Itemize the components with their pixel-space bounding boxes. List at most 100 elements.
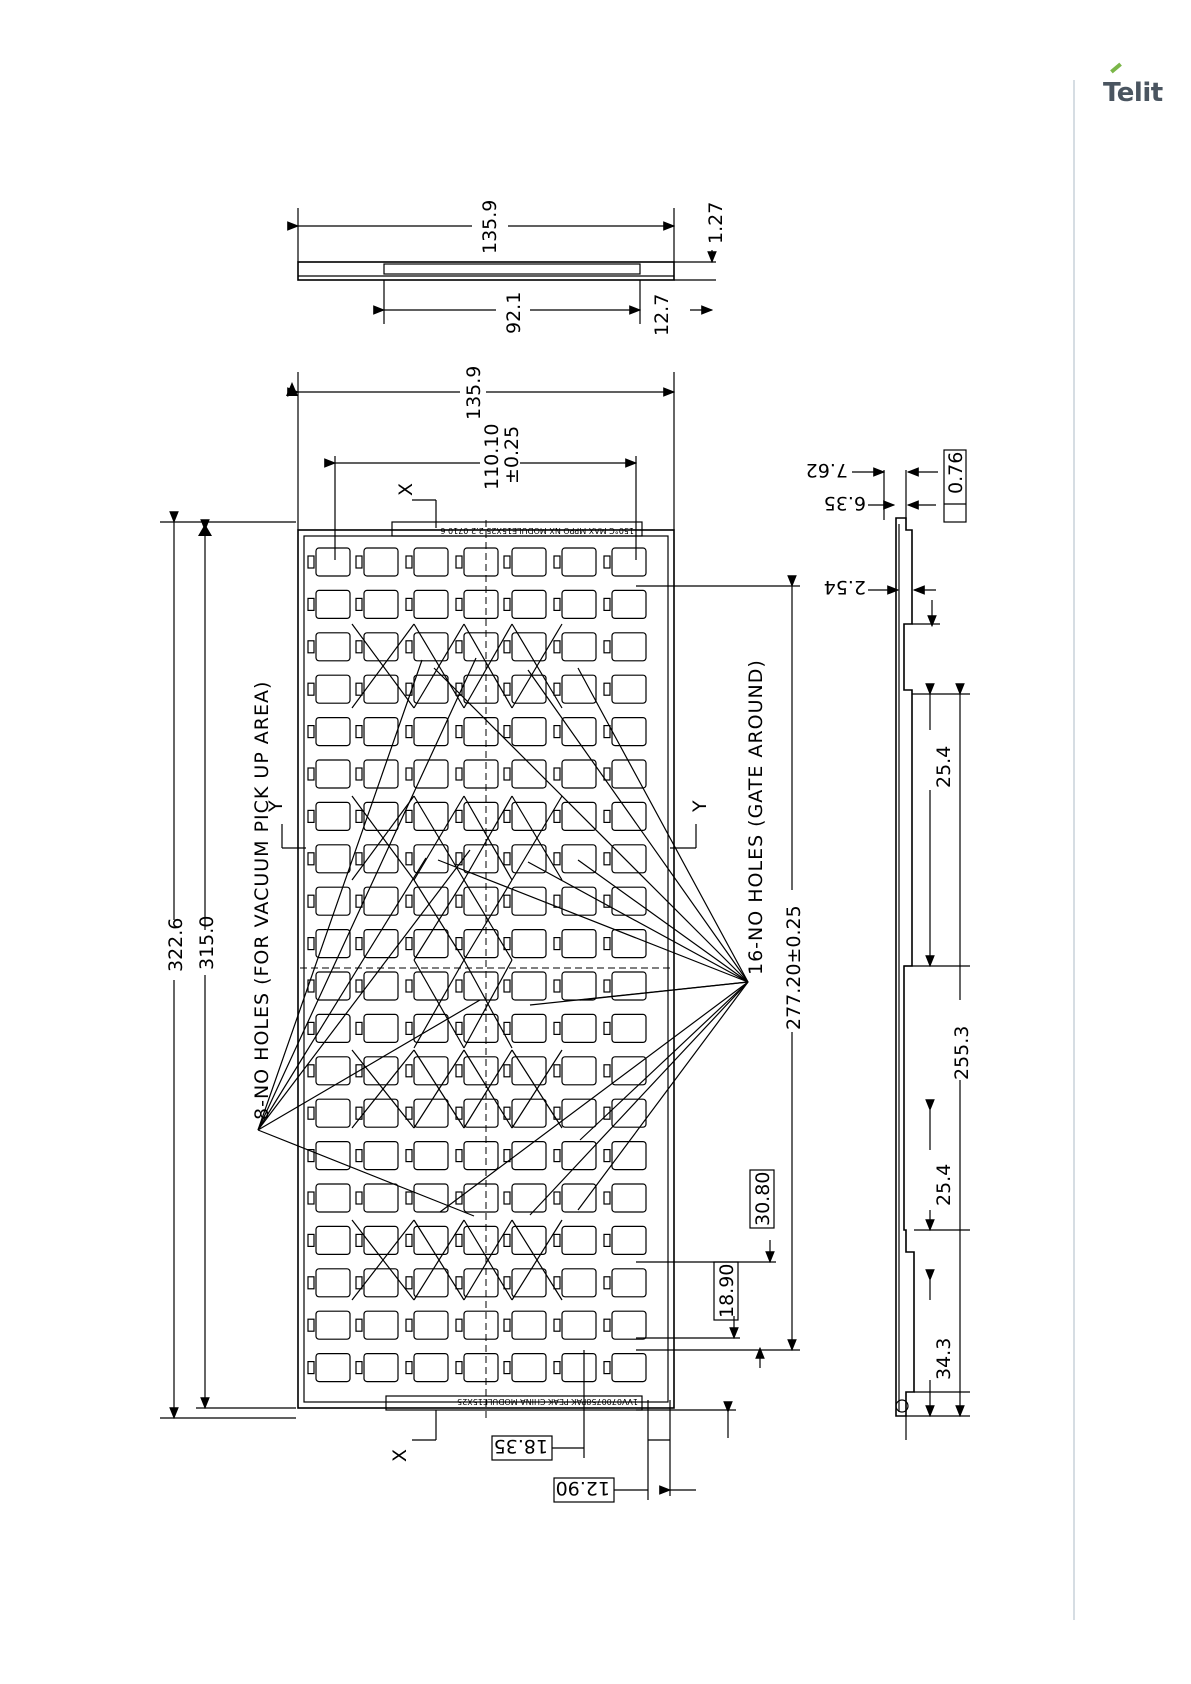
section-x-bottom: X [389, 1449, 411, 1462]
top-profile-view: 135.9 92.1 1.27 12.7 [298, 200, 727, 336]
pocket-tab [456, 768, 462, 780]
tray-pocket [316, 1099, 350, 1127]
pocket-tab [406, 1362, 412, 1374]
tray-pocket [562, 1269, 596, 1297]
pocket-grid [308, 548, 646, 1382]
tray-pocket [364, 718, 398, 746]
tray-pocket [512, 1354, 546, 1382]
dim-box-30-80: 30.80 [752, 1172, 774, 1226]
tray-pocket [316, 1311, 350, 1339]
tray-pocket [414, 590, 448, 618]
dim-box-18-90: 18.90 [716, 1264, 738, 1318]
pocket-tab [504, 726, 510, 738]
tray-pocket [316, 972, 350, 1000]
tray-pocket [316, 718, 350, 746]
tray-pocket [562, 1311, 596, 1339]
pocket-tab [504, 1362, 510, 1374]
pocket-tab [456, 895, 462, 907]
tray-pocket [316, 930, 350, 958]
pocket-tab [308, 980, 314, 992]
tray-pocket [414, 802, 448, 830]
pocket-tab [554, 1192, 560, 1204]
tray-pocket [364, 1226, 398, 1254]
pocket-tab [456, 1362, 462, 1374]
tray-pocket [512, 760, 546, 788]
pocket-tab [406, 1319, 412, 1331]
pocket-tab [554, 810, 560, 822]
dim-side-2-54: 2.54 [824, 576, 866, 598]
pocket-tab [308, 641, 314, 653]
pocket-tab [456, 556, 462, 568]
pocket-tab [554, 1150, 560, 1162]
tray-pocket [512, 1014, 546, 1042]
tray-pocket [316, 1184, 350, 1212]
pocket-tab [406, 1234, 412, 1246]
pocket-tab [604, 641, 610, 653]
tray-pocket [316, 1354, 350, 1382]
pocket-tab [406, 683, 412, 695]
pocket-tab [604, 1065, 610, 1077]
tray-pocket [364, 972, 398, 1000]
dim-top-width: 135.9 [479, 200, 501, 254]
pocket-tab [604, 1277, 610, 1289]
pocket-tab [554, 556, 560, 568]
tray-pocket [612, 1269, 646, 1297]
section-y-right: Y [689, 800, 711, 813]
dim-side-7-62: 7.62 [806, 459, 848, 481]
tray-pocket [364, 1184, 398, 1212]
pocket-tab [308, 853, 314, 865]
dim-tray-width: 135.9 [463, 366, 485, 420]
pocket-tab [504, 598, 510, 610]
tray-pocket [414, 633, 448, 661]
tray-pocket [364, 548, 398, 576]
pocket-tab [406, 1192, 412, 1204]
tray-pocket [316, 760, 350, 788]
tray-pocket [562, 930, 596, 958]
tray-marking-top: 150°C MAX MPPO NX MODULE15X25 2.2 0710 6 [440, 526, 634, 535]
dim-top-inner-width: 92.1 [503, 292, 525, 334]
pocket-tab [308, 938, 314, 950]
pocket-tab [456, 1319, 462, 1331]
tray-pocket [512, 1226, 546, 1254]
pocket-tab [554, 768, 560, 780]
tray-pocket [612, 802, 646, 830]
tray-pocket [316, 675, 350, 703]
tray-pocket [364, 590, 398, 618]
pocket-tab [554, 980, 560, 992]
pocket-tab [406, 853, 412, 865]
pocket-tab [456, 853, 462, 865]
pocket-tab [554, 683, 560, 695]
pocket-tab [308, 1277, 314, 1289]
pocket-tab [406, 1065, 412, 1077]
pocket-tab [356, 726, 362, 738]
note-vacuum-holes: 8-NO HOLES (FOR VACUUM PICK UP AREA) [251, 681, 273, 1120]
pocket-tab [356, 1022, 362, 1034]
pocket-tab [308, 1022, 314, 1034]
pocket-tab [406, 641, 412, 653]
pocket-tab [456, 1150, 462, 1162]
dim-top-depth: 12.7 [651, 294, 673, 336]
pocket-tab [554, 1065, 560, 1077]
pocket-tab [356, 853, 362, 865]
pocket-tab [308, 556, 314, 568]
pocket-tab [308, 598, 314, 610]
pocket-tab [356, 683, 362, 695]
tray-pocket [316, 1057, 350, 1085]
pocket-tab [504, 1234, 510, 1246]
pocket-tab [554, 1022, 560, 1034]
tray-pocket [414, 718, 448, 746]
pocket-tab [406, 1150, 412, 1162]
dim-side-255-3: 255.3 [951, 1026, 973, 1080]
pocket-tab [308, 1192, 314, 1204]
tray-pocket [562, 633, 596, 661]
pocket-tab [308, 768, 314, 780]
pocket-tab [604, 1192, 610, 1204]
tray-pocket [512, 633, 546, 661]
tray-pocket [562, 760, 596, 788]
tray-pocket [612, 1354, 646, 1382]
tray-pocket [562, 972, 596, 1000]
tray-pocket [414, 1099, 448, 1127]
tray-pocket [364, 1311, 398, 1339]
